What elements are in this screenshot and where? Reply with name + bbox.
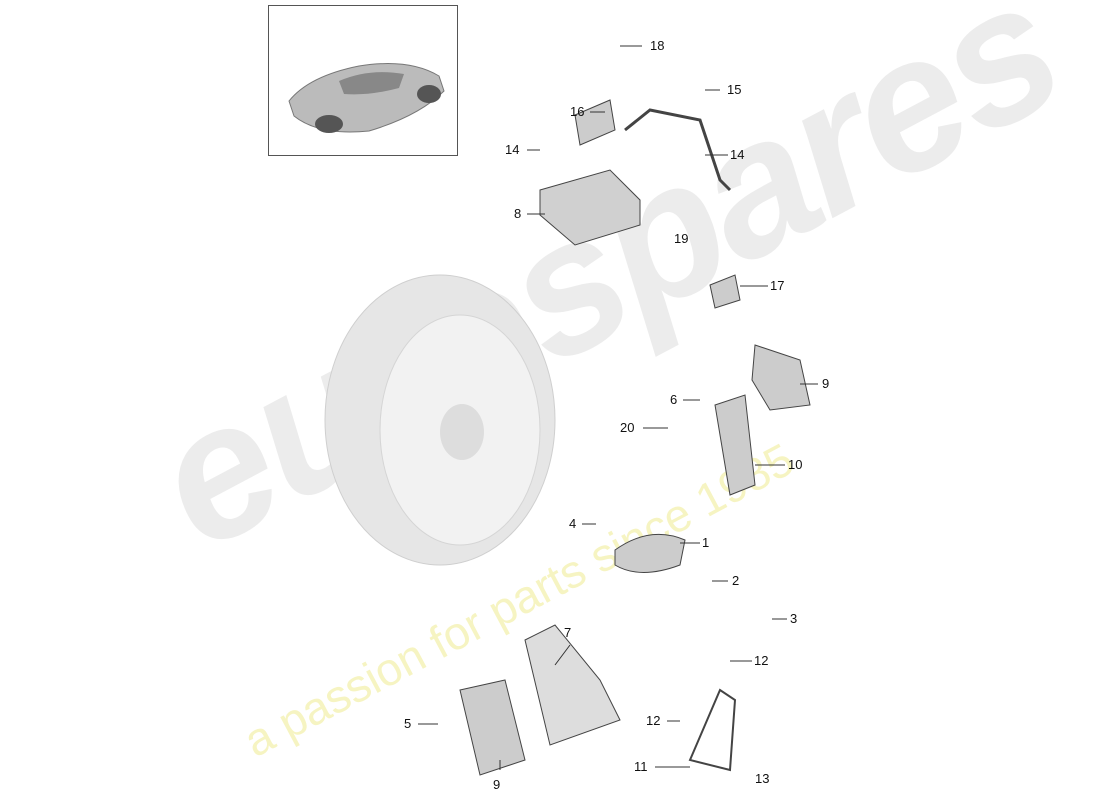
callout-16: 16	[570, 104, 585, 119]
bracket-7	[524, 624, 621, 746]
callout-18: 18	[650, 38, 665, 53]
callout-8: 8	[514, 206, 522, 221]
bracket-16	[574, 99, 616, 146]
vehicle-thumbnail	[268, 5, 458, 156]
callout-10: 10	[788, 457, 803, 472]
callout-20: 20	[620, 420, 635, 435]
wheel-illustration	[324, 274, 556, 566]
callout-3: 3	[790, 611, 798, 626]
callout-9: 9	[493, 777, 501, 792]
callout-11: 11	[634, 759, 648, 774]
callout-9: 9	[822, 376, 830, 391]
bracket-11	[688, 688, 737, 772]
sensor-9-bottom	[459, 679, 526, 776]
callout-4: 4	[569, 516, 577, 531]
callout-6: 6	[670, 392, 678, 407]
car-image	[288, 63, 445, 133]
callout-14: 14	[505, 142, 520, 157]
tire-sensor-1	[614, 533, 686, 573]
control-unit-8	[539, 169, 641, 246]
sensor-9-top	[751, 344, 811, 411]
callout-13: 13	[755, 771, 770, 786]
bracket-17	[709, 274, 741, 309]
bracket-10	[714, 394, 756, 496]
callout-15: 15	[727, 82, 742, 97]
callout-19: 19	[674, 231, 689, 246]
callout-5: 5	[404, 716, 412, 731]
callout-7: 7	[564, 625, 572, 640]
callout-2: 2	[732, 573, 740, 588]
callout-1: 1	[702, 535, 710, 550]
callout-17: 17	[770, 278, 785, 293]
callout-12: 12	[754, 653, 769, 668]
callout-14: 14	[730, 147, 745, 162]
cable-14	[624, 108, 732, 192]
callout-12: 12	[646, 713, 661, 728]
